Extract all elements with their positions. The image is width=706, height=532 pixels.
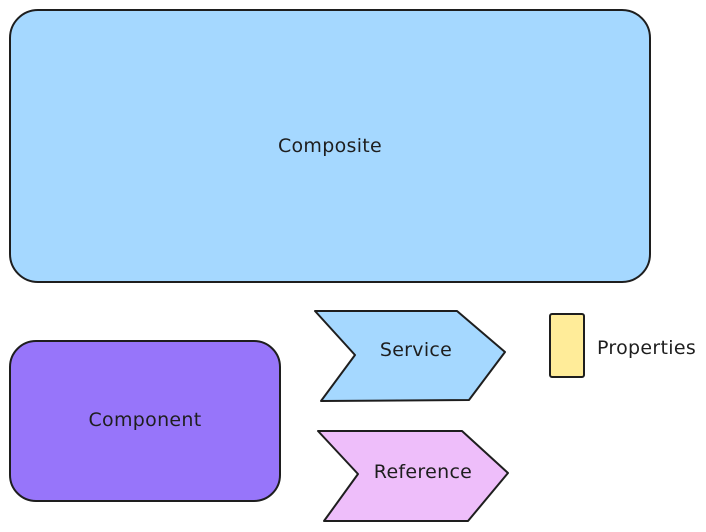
properties-label: Properties xyxy=(597,337,696,359)
reference-shape xyxy=(317,430,509,522)
properties-node[interactable]: Properties xyxy=(549,313,696,378)
service-node[interactable]: Service xyxy=(314,310,506,402)
reference-node[interactable]: Reference xyxy=(317,430,509,522)
composite-label: Composite xyxy=(278,135,382,157)
composite-node[interactable]: Composite xyxy=(9,9,651,283)
reference-label: Reference xyxy=(374,461,472,483)
properties-box xyxy=(549,313,585,378)
service-label: Service xyxy=(380,339,452,361)
service-shape xyxy=(314,310,506,402)
component-node[interactable]: Component xyxy=(9,340,281,502)
component-box xyxy=(9,340,281,502)
composite-box xyxy=(9,9,651,283)
component-label: Component xyxy=(88,409,201,431)
